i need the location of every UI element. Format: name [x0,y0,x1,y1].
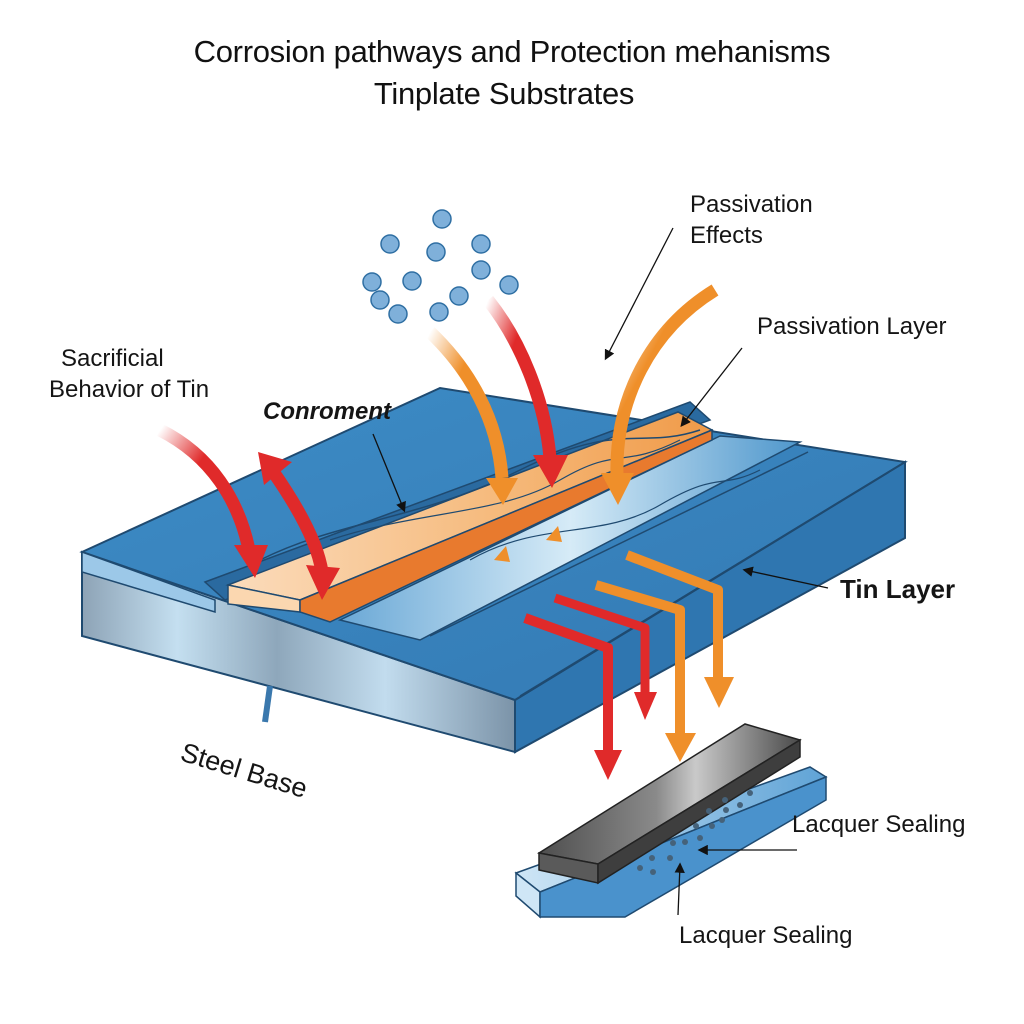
sacrificial-arrows [157,424,340,600]
red-bidirectional-arrow [266,466,329,574]
label-passivation-effects-line-1: Passivation [690,191,813,218]
orange-arrow-2 [610,284,719,476]
lacquer-dot [649,855,655,861]
lacquer-dot [722,797,728,803]
orange-path-arrow-2 [625,550,723,678]
penetration-arrows [523,550,734,780]
red-path-arrow-2 [553,593,650,695]
particle [362,272,382,292]
label-lacquer-sealing-bottom: Lacquer Sealing [679,922,853,949]
lacquer-dot [670,840,676,846]
lacquer-dot [706,808,712,814]
particle [388,304,408,324]
lacquer-dot [709,823,715,829]
label-sacrificial-line-2: Behavior of Tin [49,376,210,403]
lacquer-dot [637,865,643,871]
red-path-arrow-1 [523,613,613,752]
steel-base-pointer [262,685,273,723]
particle-cluster [362,209,519,324]
orange-path-arrow-1 [594,580,685,735]
label-tin-layer: Tin Layer [840,574,956,604]
particle [499,275,519,295]
diagram-title-line-1: Corrosion pathways and Protection mehani… [193,34,831,69]
orange-arrow-1 [425,327,509,479]
lacquer-dot [723,807,729,813]
particle [402,271,422,291]
lacquer-dot [737,802,743,808]
lacquer-dot [693,823,699,829]
lacquer-dot [697,835,703,841]
particle [432,209,452,229]
lacquer-sealing-assembly [514,723,828,919]
label-sacrificial-line-1: Sacrificial [61,345,164,372]
label-passivation-effects-line-2: Effects [690,222,763,249]
diagram-title-line-2: Tinplate Substrates [373,76,635,111]
lacquer-dot [719,817,725,823]
label-lacquer-sealing-right: Lacquer Sealing [792,811,966,838]
lacquer-dot [682,839,688,845]
lacquer-dots [637,790,753,875]
leader-lines [262,227,829,916]
red-inflow-arrowhead [234,545,268,578]
particle [449,286,469,306]
red-arrow-1 [482,295,557,459]
lacquer-dot [650,869,656,875]
particle [471,260,491,280]
particle [471,234,491,254]
red-inflow-arrow [157,424,257,557]
lacquer-dot [747,790,753,796]
particle [370,290,390,310]
incoming-arrows [425,284,719,505]
particle [429,302,449,322]
particle [426,242,446,262]
particle [380,234,400,254]
label-conroment: Conroment [263,398,391,425]
lacquer-dot [667,855,673,861]
label-passivation-layer: Passivation Layer [757,313,947,340]
